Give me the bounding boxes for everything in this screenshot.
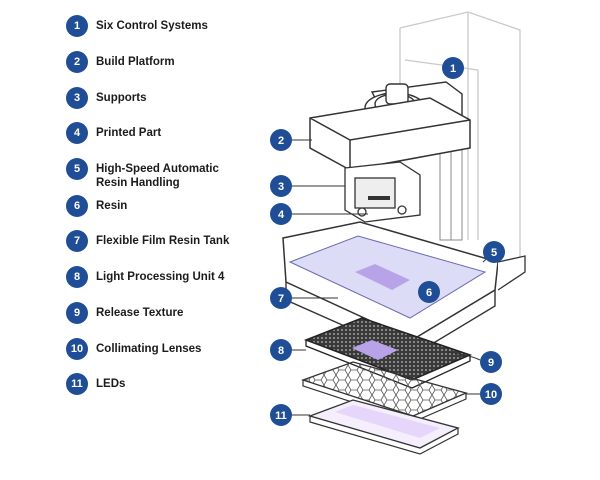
- callout-9: 9: [480, 351, 502, 373]
- callout-6: 6: [418, 281, 440, 303]
- callout-1: 1: [442, 57, 464, 79]
- led-array: [310, 400, 458, 454]
- callout-10: 10: [480, 383, 502, 405]
- build-platform: [310, 98, 470, 170]
- callout-8: 8: [270, 339, 292, 361]
- callout-4: 4: [270, 203, 292, 225]
- svg-text:3: 3: [278, 181, 284, 193]
- callout-3: 3: [270, 175, 292, 197]
- svg-text:7: 7: [278, 293, 284, 305]
- callout-11: 11: [270, 404, 292, 426]
- svg-text:4: 4: [278, 209, 285, 221]
- svg-text:9: 9: [488, 357, 494, 369]
- svg-text:2: 2: [278, 135, 284, 147]
- printed-part: [368, 196, 390, 200]
- callout-2: 2: [270, 129, 292, 151]
- svg-text:8: 8: [278, 345, 284, 357]
- svg-text:11: 11: [275, 410, 287, 422]
- svg-text:6: 6: [426, 287, 432, 299]
- supports: [345, 162, 420, 222]
- svg-text:5: 5: [491, 247, 497, 259]
- svg-text:10: 10: [485, 389, 497, 401]
- callout-5: 5: [483, 241, 505, 263]
- callout-7: 7: [270, 287, 292, 309]
- svg-text:1: 1: [450, 63, 456, 75]
